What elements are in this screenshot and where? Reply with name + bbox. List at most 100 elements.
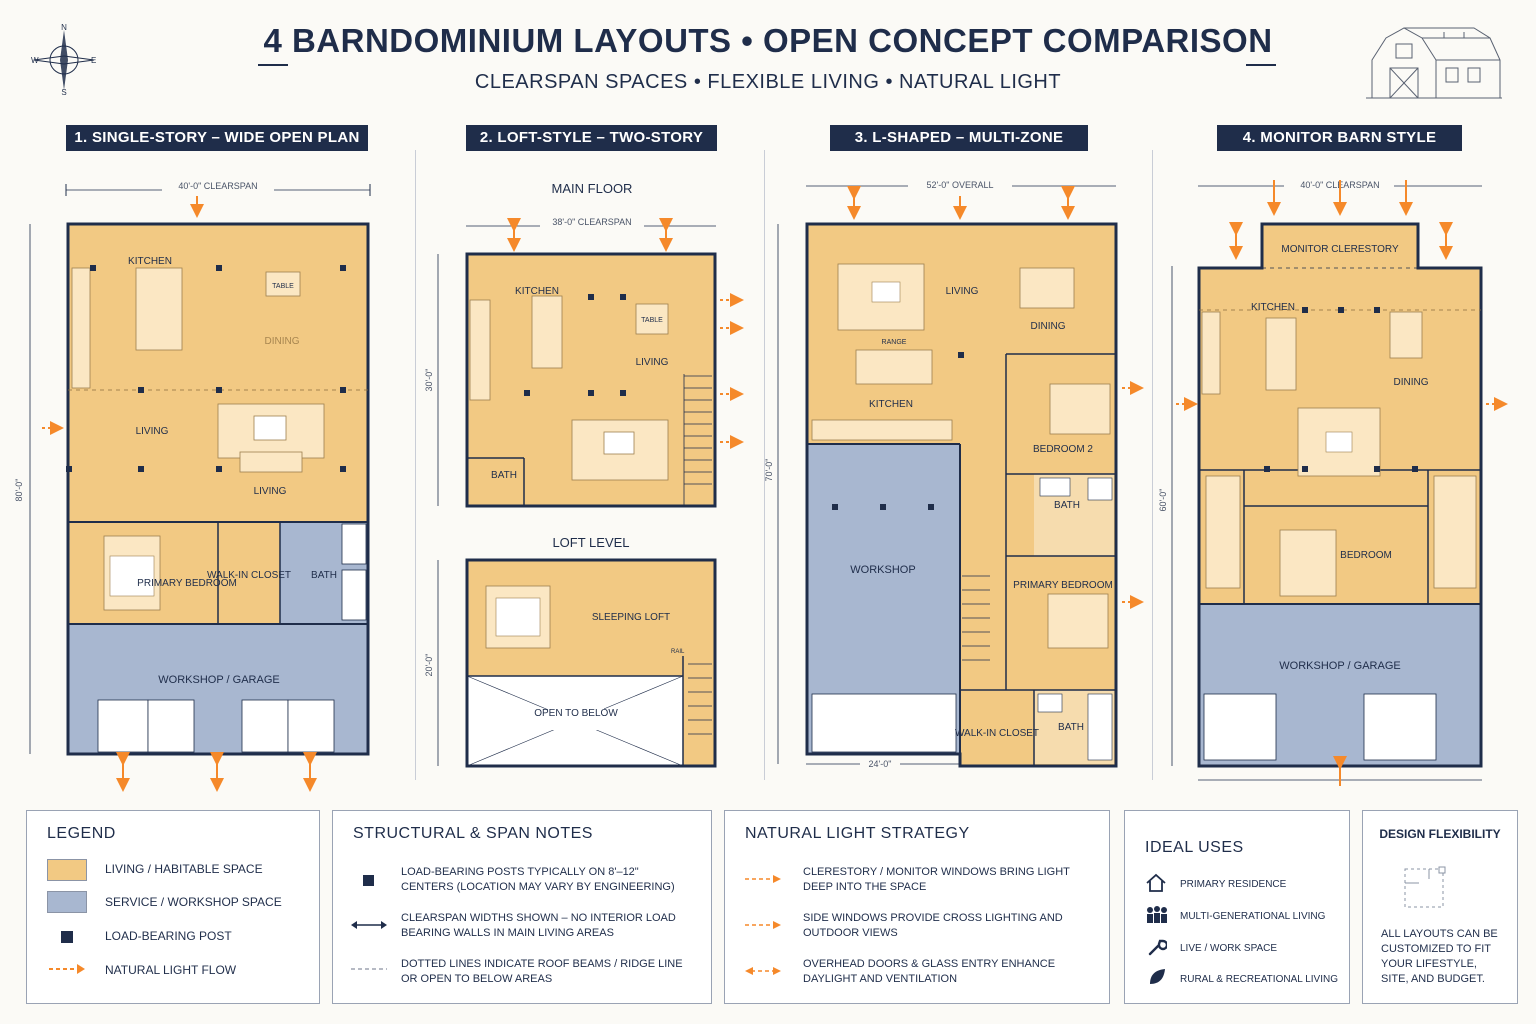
structural-note-1: LOAD-BEARING POSTS TYPICALLY ON 8'–12" C… (401, 866, 675, 893)
plan4-dim-side: 60'-0" (1158, 489, 1168, 512)
plan2-rail: RAIL (671, 649, 685, 655)
plan3-living: LIVING (946, 286, 979, 297)
compass-s: S (61, 88, 66, 96)
barn-sketch-icon (1366, 27, 1502, 99)
plan1-dining: DINING (265, 336, 300, 347)
plan1-dim-side: 80'-0" (14, 479, 24, 502)
plan2-table: TABLE (641, 317, 663, 324)
flexible-plan-icon (1404, 866, 1446, 908)
divider-2 (764, 150, 765, 780)
plan4-monitor: MONITOR CLERESTORY (1281, 244, 1399, 255)
legend-item-service: SERVICE / WORKSHOP SPACE (105, 895, 282, 909)
light-note-1: CLERESTORY / MONITOR WINDOWS BRING LIGHT… (803, 866, 1070, 893)
legend-swatch-service (47, 891, 87, 913)
plan3-dim-bottom: 24'-0" (869, 759, 892, 769)
plan4-bedroom: BEDROOM (1340, 550, 1392, 561)
compass-e: E (91, 56, 96, 65)
light-note-2: SIDE WINDOWS PROVIDE CROSS LIGHTING AND … (803, 912, 1063, 939)
plan2-main-floor: MAIN FLOOR (552, 181, 633, 196)
legend-title: LEGEND (47, 825, 116, 842)
legend-item-post: LOAD-BEARING POST (105, 929, 232, 943)
plan4: 40'-0" CLEARSPAN 60'-0" MONITOR CLERESTO… (1158, 176, 1508, 786)
plan1-living: LIVING (136, 426, 169, 437)
plan4-heading: 4. MONITOR BARN STYLE (1217, 125, 1462, 151)
light-title: NATURAL LIGHT STRATEGY (745, 825, 970, 842)
plan1-dim-top: 40'-0" CLEARSPAN (178, 181, 257, 191)
structural-title: STRUCTURAL & SPAN NOTES (353, 825, 593, 842)
legend-item-living: LIVING / HABITABLE SPACE (105, 862, 263, 876)
flexibility-title: DESIGN FLEXIBILITY (1379, 827, 1501, 841)
plan3-kitchen: KITCHEN (869, 399, 913, 410)
light-arrow-icon-2 (745, 921, 781, 929)
uses-title: IDEAL USES (1145, 839, 1244, 856)
dashed-line-icon (351, 968, 387, 970)
plan3-heading: 3. L-SHAPED – MULTI-ZONE (830, 125, 1088, 151)
plan1-bedroom: PRIMARY BEDROOM (137, 578, 237, 589)
plan2-kitchen: KITCHEN (515, 286, 559, 297)
plan3-bath: BATH (1054, 500, 1080, 511)
plan4-workshop: WORKSHOP / GARAGE (1279, 660, 1400, 672)
plan3-dim-side: 70'-0" (764, 459, 774, 482)
floor-plans: 40'-0" CLEARSPAN 80'-0" KITCHEN DINING (14, 176, 1508, 792)
plan1-heading: 1. SINGLE-STORY – WIDE OPEN PLAN (66, 125, 368, 151)
plan3-workshop: WORKSHOP (850, 564, 915, 576)
plan2: MAIN FLOOR 38'-0" CLEARSPAN 30'-0" KITCH… (424, 181, 744, 768)
plan1-kitchen: KITCHEN (128, 256, 172, 267)
structural-post-icon (363, 875, 374, 886)
plan1-workshop: WORKSHOP / GARAGE (158, 674, 279, 686)
plan1: 40'-0" CLEARSPAN 80'-0" KITCHEN DINING (14, 180, 371, 792)
plan4-kitchen: KITCHEN (1251, 302, 1295, 313)
use-item-3: LIVE / WORK SPACE (1180, 943, 1278, 954)
light-arrow-icon-3 (745, 967, 781, 975)
plan2-bath: BATH (491, 470, 517, 481)
plan3-range: RANGE (882, 339, 907, 346)
wrench-icon (1148, 939, 1167, 956)
use-item-2: MULTI-GENERATIONAL LIVING (1180, 911, 1326, 922)
plan2-sleeping-loft: SLEEPING LOFT (592, 612, 670, 623)
plan2-dim-top: 38'-0" CLEARSPAN (552, 217, 631, 227)
structural-note-3: DOTTED LINES INDICATE ROOF BEAMS / RIDGE… (401, 958, 683, 985)
flexibility-panel: DESIGN FLEXIBILITY ALL LAYOUTS CAN BE CU… (1362, 810, 1518, 1004)
plan3: 52'-0" OVERALL 70'-0" 24'-0" (764, 176, 1144, 769)
light-arrow-icon-1 (745, 875, 781, 883)
plan2-loft-level: LOFT LEVEL (552, 535, 629, 550)
plan2-heading: 2. LOFT-STYLE – TWO-STORY (466, 125, 717, 151)
plan3-primary: PRIMARY BEDROOM (1013, 580, 1113, 591)
structural-note-2: CLEARSPAN WIDTHS SHOWN – NO INTERIOR LOA… (401, 912, 676, 939)
plan3-closet: WALK-IN CLOSET (955, 728, 1039, 739)
use-item-4: RURAL & RECREATIONAL LIVING (1180, 974, 1338, 985)
plan4-dining: DINING (1394, 377, 1429, 388)
legend-arrow-icon (49, 964, 85, 974)
people-icon (1147, 906, 1167, 923)
plan3-dim-top: 52'-0" OVERALL (927, 180, 994, 190)
light-note-3: OVERHEAD DOORS & GLASS ENTRY ENHANCE DAY… (803, 958, 1056, 985)
divider-1 (415, 150, 416, 780)
page-subtitle: CLEARSPAN SPACES • FLEXIBLE LIVING • NAT… (474, 71, 1062, 93)
plan3-bedroom2: BEDROOM 2 (1033, 444, 1093, 455)
plan3-bath2: BATH (1058, 722, 1084, 733)
legend-panel: LEGEND LIVING / HABITABLE SPACE SERVICE … (26, 810, 320, 1004)
flexibility-text: ALL LAYOUTS CAN BE CUSTOMIZED TO FIT YOU… (1381, 928, 1498, 985)
divider-3 (1152, 150, 1153, 780)
legend-post-icon (61, 931, 73, 943)
plan2-open-below-text: OPEN TO BELOW (534, 708, 618, 719)
plan2-dim-side-2: 20'-0" (424, 654, 434, 677)
leaf-icon (1150, 969, 1165, 984)
legend-swatch-living (47, 859, 87, 881)
light-panel: NATURAL LIGHT STRATEGY CLERESTORY / MONI… (724, 810, 1110, 1004)
plan2-dim-side: 30'-0" (424, 369, 434, 392)
plan2-open-below: OPEN TO BELOW (534, 708, 618, 719)
plan1-table: TABLE (272, 283, 294, 290)
legend-item-light: NATURAL LIGHT FLOW (105, 963, 237, 977)
title-rule-right (1246, 64, 1276, 66)
compass-w: W (31, 56, 39, 65)
plan2-living: LIVING (636, 357, 669, 368)
compass-icon: N S W E (31, 24, 96, 96)
plan1-living-2: LIVING (254, 486, 287, 497)
uses-panel: IDEAL USES PRIMARY RESIDENCE MULTI-GENER… (1124, 810, 1350, 1004)
double-arrow-icon (351, 921, 387, 929)
compass-n: N (61, 24, 67, 32)
plan1-closet: WALK-IN CLOSET (207, 570, 291, 581)
page-title: 4 BARNDOMINIUM LAYOUTS • OPEN CONCEPT CO… (263, 22, 1273, 59)
house-icon (1146, 873, 1166, 892)
